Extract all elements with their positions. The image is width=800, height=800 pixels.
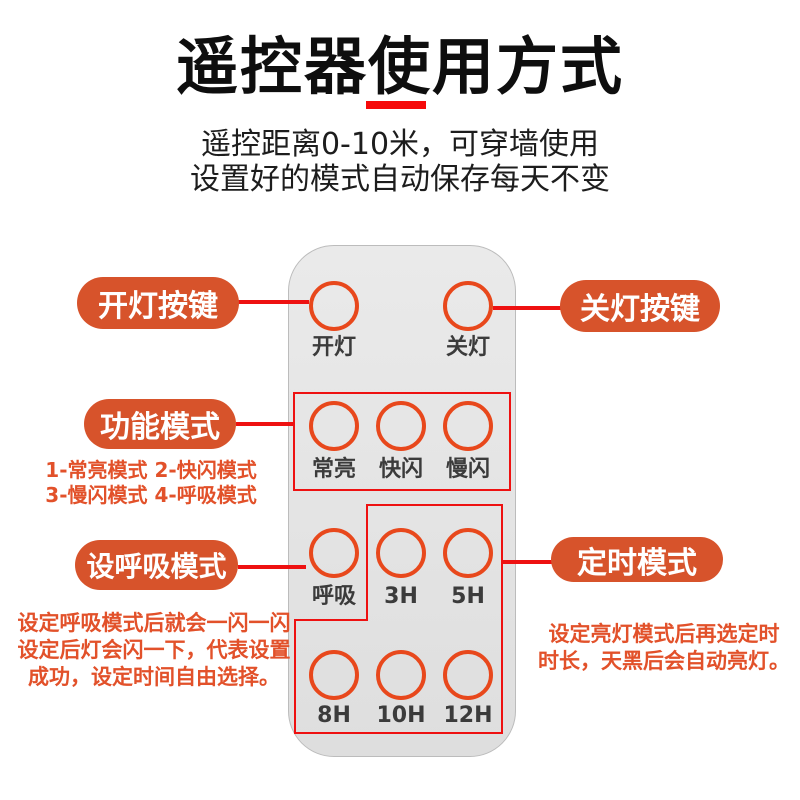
timer-12h-button xyxy=(443,650,493,700)
timer-3h-label: 3H xyxy=(384,584,418,609)
page-title: 遥控器使用方式 xyxy=(175,30,624,103)
timer-5h-label: 5H xyxy=(451,584,485,609)
power-off-callout-pill: 关灯按键 xyxy=(560,280,720,332)
power-on-callout-pill: 开灯按键 xyxy=(77,277,239,329)
steady-mode-button xyxy=(309,401,359,451)
timer-12h-label: 12H xyxy=(443,703,493,728)
power-off-button-label: 关灯 xyxy=(445,335,491,360)
timer-3h-button xyxy=(376,528,426,578)
fast-flash-mode-label: 快闪 xyxy=(378,457,424,482)
timer-mode-note-line-1: 设定亮灯模式后再选定时 xyxy=(548,622,780,646)
timer-10h-label: 10H xyxy=(376,703,426,728)
subtitle-line-1: 遥控距离0-10米，可穿墙使用 xyxy=(200,127,600,162)
function-mode-note-line-2: 3-慢闪模式 4-呼吸模式 xyxy=(45,483,257,507)
timer-8h-button xyxy=(309,650,359,700)
slow-flash-mode-label: 慢闪 xyxy=(445,457,491,482)
breathe-mode-callout-pill: 设呼吸模式 xyxy=(75,540,238,590)
function-mode-note-line-1: 1-常亮模式 2-快闪模式 xyxy=(45,458,257,482)
timer-10h-button xyxy=(376,650,426,700)
breathe-mode-button xyxy=(309,528,359,578)
timer-mode-note-line-2: 时长，天黑后会自动亮灯。 xyxy=(538,649,790,673)
function-mode-callout-pill: 功能模式 xyxy=(84,399,236,449)
fast-flash-mode-button xyxy=(376,401,426,451)
breathe-mode-note: 设定呼吸模式后就会一闪一闪 设定后灯会闪一下，代表设置 成功，设定时间自由选择。 xyxy=(8,610,300,691)
breathe-mode-label: 呼吸 xyxy=(311,584,357,609)
timer-5h-button xyxy=(443,528,493,578)
slow-flash-mode-button xyxy=(443,401,493,451)
title-underline xyxy=(366,101,426,109)
steady-mode-label: 常亮 xyxy=(311,457,357,482)
subtitle: 遥控距离0-10米，可穿墙使用 设置好的模式自动保存每天不变 xyxy=(0,127,800,197)
function-mode-note: 1-常亮模式 2-快闪模式 3-慢闪模式 4-呼吸模式 xyxy=(38,458,264,508)
breathe-mode-note-line-3: 成功，设定时间自由选择。 xyxy=(28,665,280,689)
power-on-button-label: 开灯 xyxy=(311,335,357,360)
timer-8h-label: 8H xyxy=(317,703,351,728)
power-off-button xyxy=(443,281,493,331)
timer-mode-note: 设定亮灯模式后再选定时 时长，天黑后会自动亮灯。 xyxy=(528,621,800,675)
breathe-mode-note-line-1: 设定呼吸模式后就会一闪一闪 xyxy=(17,611,291,635)
breathe-mode-note-line-2: 设定后灯会闪一下，代表设置 xyxy=(17,638,291,662)
timer-mode-callout-pill: 定时模式 xyxy=(551,537,723,582)
power-on-button xyxy=(309,281,359,331)
subtitle-line-2: 设置好的模式自动保存每天不变 xyxy=(190,162,610,197)
